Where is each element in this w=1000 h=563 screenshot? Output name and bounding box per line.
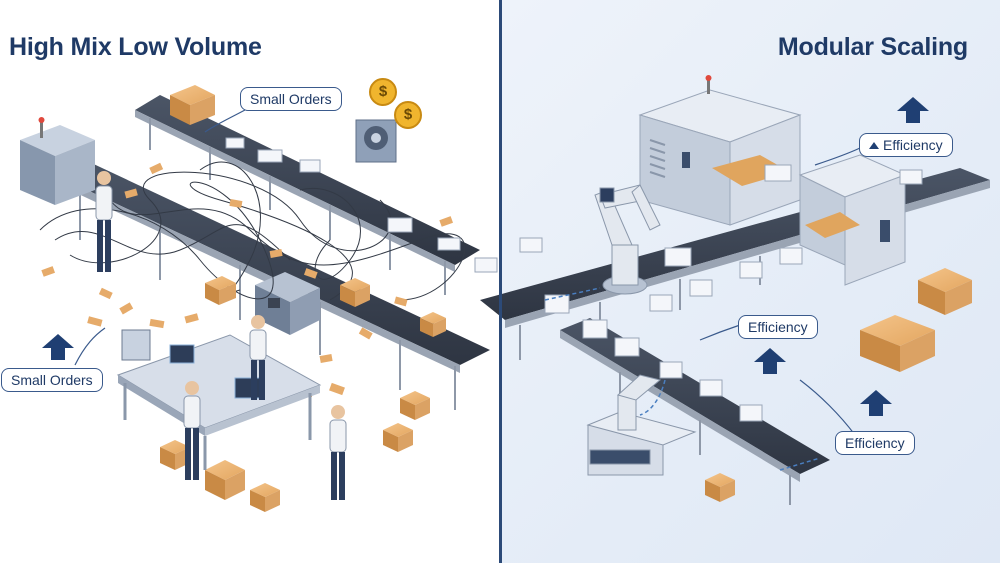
box: [250, 483, 280, 512]
packing-machine-left: [20, 117, 95, 205]
dollar-coin-icon: $: [394, 101, 422, 129]
callout-pointer: [74, 327, 106, 366]
robot-arm-top: [594, 184, 661, 295]
callout-small-orders-left: Small Orders: [1, 368, 103, 392]
motor-unit: [355, 119, 397, 163]
callout-efficiency-top: Efficiency: [859, 133, 953, 157]
callout-efficiency-top-label: Efficiency: [883, 137, 943, 153]
worker: [249, 315, 267, 400]
white-parcels: [225, 137, 498, 273]
modular-machine-large: [638, 75, 802, 226]
workbench: [116, 329, 322, 470]
callout-efficiency-bottom: Efficiency: [835, 431, 915, 455]
worker: [183, 381, 201, 480]
box: [205, 460, 245, 500]
modular-machine-small: [798, 154, 907, 286]
left-panel-title: High Mix Low Volume: [9, 33, 262, 61]
box: [400, 391, 430, 420]
product-boxes-right: [519, 164, 923, 422]
small-up-arrow-icon: [869, 142, 879, 149]
cardboard-boxes-right: [705, 268, 972, 502]
box: [170, 85, 215, 125]
callout-pointers-right: [699, 147, 861, 436]
box: [383, 423, 413, 452]
robot-arm-bottom: [586, 374, 697, 476]
box: [420, 312, 446, 337]
scattered-boxes-left: [41, 85, 498, 512]
callout-efficiency-middle: Efficiency: [738, 315, 818, 339]
dollar-coin-icon: $: [369, 78, 397, 106]
panel-divider: [499, 0, 502, 563]
right-panel-title: Modular Scaling: [777, 33, 968, 61]
machine-center-left: [255, 272, 320, 335]
box: [340, 278, 370, 307]
worker: [329, 405, 347, 500]
callout-small-orders-top: Small Orders: [240, 87, 342, 111]
flow-arrows: [544, 287, 821, 471]
worker-figures: [95, 171, 347, 500]
conveyor-lower-right: [560, 318, 830, 505]
callout-pointer: [204, 109, 246, 133]
worker: [95, 171, 113, 272]
box: [205, 276, 236, 305]
